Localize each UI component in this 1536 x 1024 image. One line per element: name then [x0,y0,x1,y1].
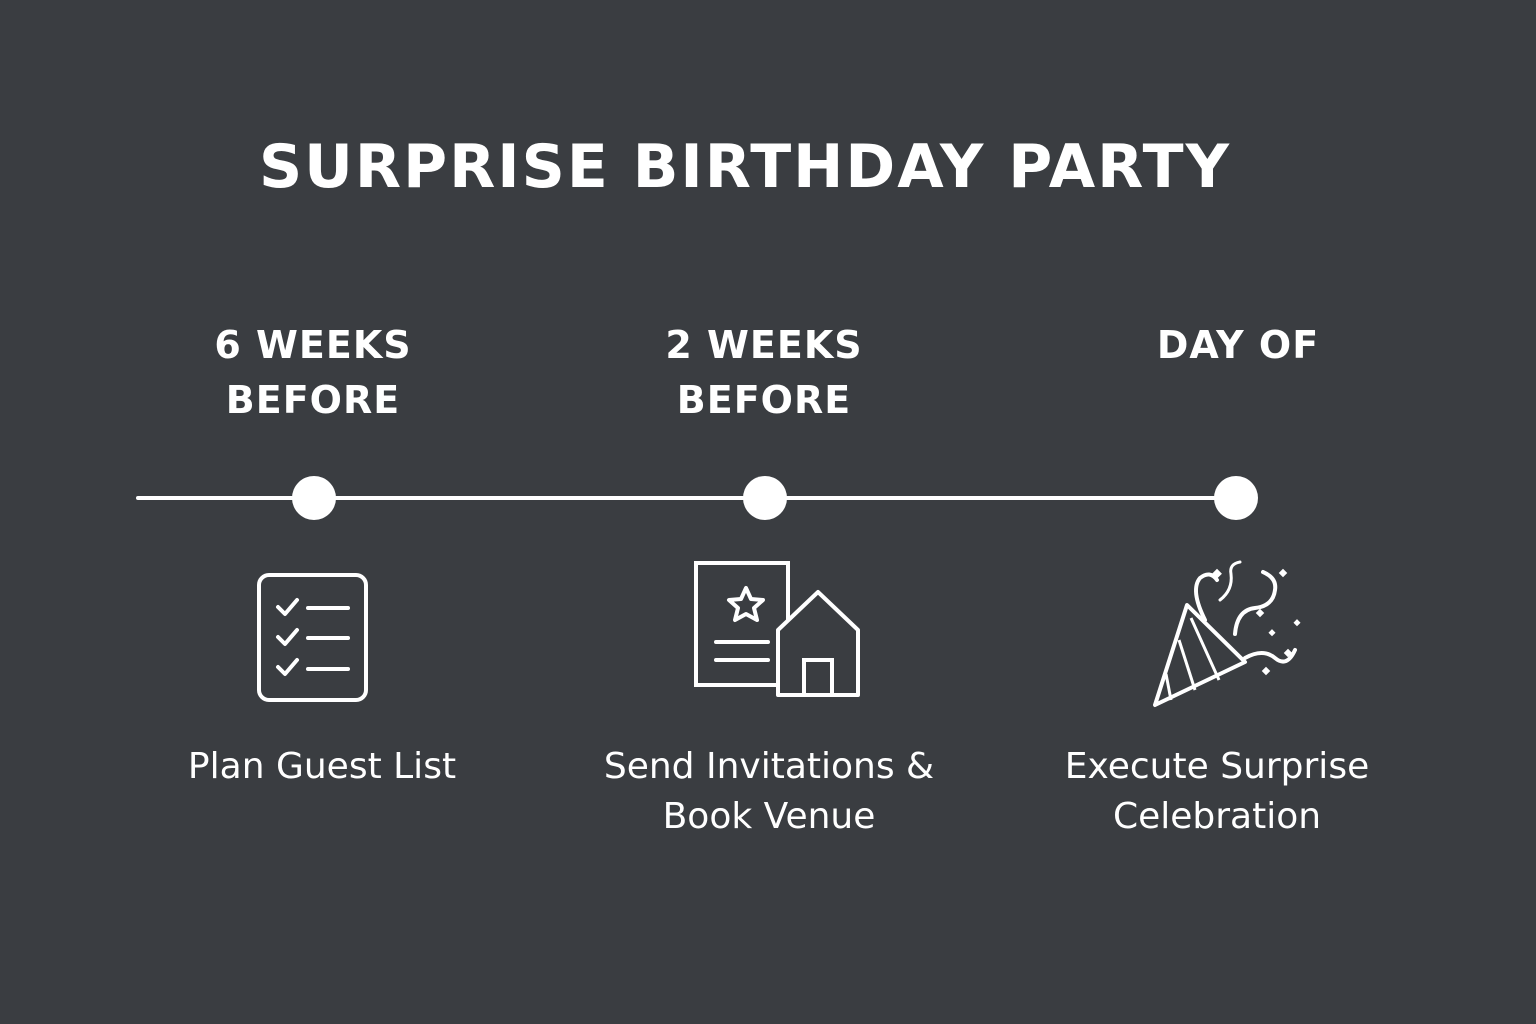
milestone-3-time: DAY OF [1058,318,1418,373]
milestone-3-task: Execute Surprise Celebration [1007,742,1427,842]
milestone-2-task: Send Invitations & Book Venue [559,742,979,842]
milestone-2-task-line1: Send Invitations & [603,746,935,787]
milestone-3-task-line1: Execute Surprise [1064,746,1370,787]
milestone-1-time-line2: BEFORE [225,378,401,422]
milestone-2-time-line1: 2 WEEKS [665,323,863,367]
invitation-venue-icon [690,560,865,709]
timeline-node-3 [1214,476,1258,520]
milestone-2-task-line2: Book Venue [662,796,876,837]
timeline-node-1 [292,476,336,520]
page-title: SURPRISE BIRTHDAY PARTY [258,132,1232,202]
milestone-2-time: 2 WEEKS BEFORE [584,318,944,428]
milestone-2-time-line2: BEFORE [676,378,852,422]
party-popper-icon [1145,560,1315,724]
milestone-3-task-line2: Celebration [1112,796,1322,837]
milestone-1-time: 6 WEEKS BEFORE [133,318,493,428]
timeline-node-2 [743,476,787,520]
milestone-3-time-line1: DAY OF [1156,323,1320,367]
checklist-icon [250,560,380,714]
milestone-1-task-line1: Plan Guest List [187,746,457,787]
milestone-1-task: Plan Guest List [112,742,532,792]
milestone-1-time-line1: 6 WEEKS [214,323,412,367]
